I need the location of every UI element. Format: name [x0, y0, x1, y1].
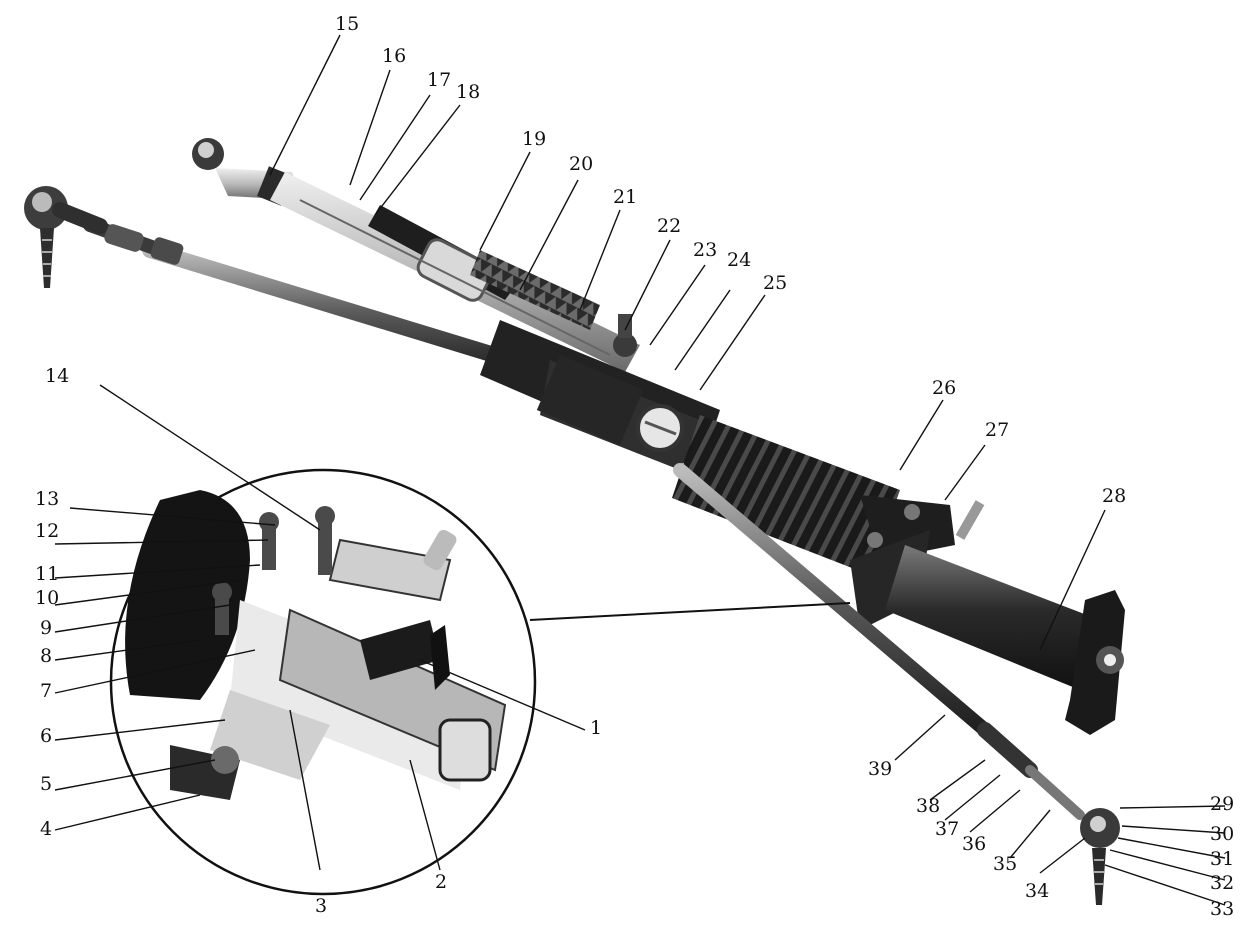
callout-13: 13	[35, 488, 59, 510]
callout-32: 32	[1210, 872, 1234, 894]
callout-labels: 1 2 3 4 5 6 7 8 9 10 11 12 13 14 15 16 1…	[35, 13, 1234, 920]
callout-26: 26	[932, 377, 956, 399]
callout-3: 3	[315, 895, 327, 917]
callout-14: 14	[45, 365, 69, 387]
callout-35: 35	[993, 853, 1017, 875]
callout-15: 15	[335, 13, 359, 35]
callout-30: 30	[1210, 823, 1234, 845]
callout-9: 9	[40, 617, 52, 639]
rack-cutaway-tube	[192, 138, 640, 372]
callout-12: 12	[35, 520, 59, 542]
callout-24: 24	[727, 249, 751, 271]
callout-2: 2	[435, 871, 447, 893]
callout-36: 36	[962, 833, 986, 855]
rack-assembly	[24, 138, 1125, 905]
callout-8: 8	[40, 645, 52, 667]
callout-10: 10	[35, 587, 59, 609]
right-tie-rod	[673, 463, 1120, 905]
callout-25: 25	[763, 272, 787, 294]
callout-11: 11	[35, 563, 59, 585]
callout-37: 37	[935, 818, 959, 840]
rack-housing	[480, 320, 985, 630]
callout-31: 31	[1210, 848, 1234, 870]
callout-4: 4	[40, 818, 52, 840]
callout-17: 17	[427, 69, 451, 91]
callout-5: 5	[40, 773, 52, 795]
detail-inset	[109, 468, 851, 896]
rack-right-tube	[885, 545, 1125, 735]
callout-23: 23	[693, 239, 717, 261]
callout-19: 19	[522, 128, 546, 150]
callout-20: 20	[569, 153, 593, 175]
callout-34: 34	[1025, 880, 1049, 902]
callout-18: 18	[456, 81, 480, 103]
callout-28: 28	[1102, 485, 1126, 507]
callout-16: 16	[382, 45, 406, 67]
callout-7: 7	[40, 680, 52, 702]
leader-lines	[54, 34, 1226, 906]
callout-33: 33	[1210, 898, 1234, 920]
callout-6: 6	[40, 725, 52, 747]
callout-1: 1	[590, 717, 602, 739]
callout-39: 39	[868, 758, 892, 780]
callout-27: 27	[985, 419, 1009, 441]
callout-29: 29	[1210, 793, 1234, 815]
callout-38: 38	[916, 795, 940, 817]
callout-21: 21	[613, 186, 637, 208]
callout-22: 22	[657, 215, 681, 237]
